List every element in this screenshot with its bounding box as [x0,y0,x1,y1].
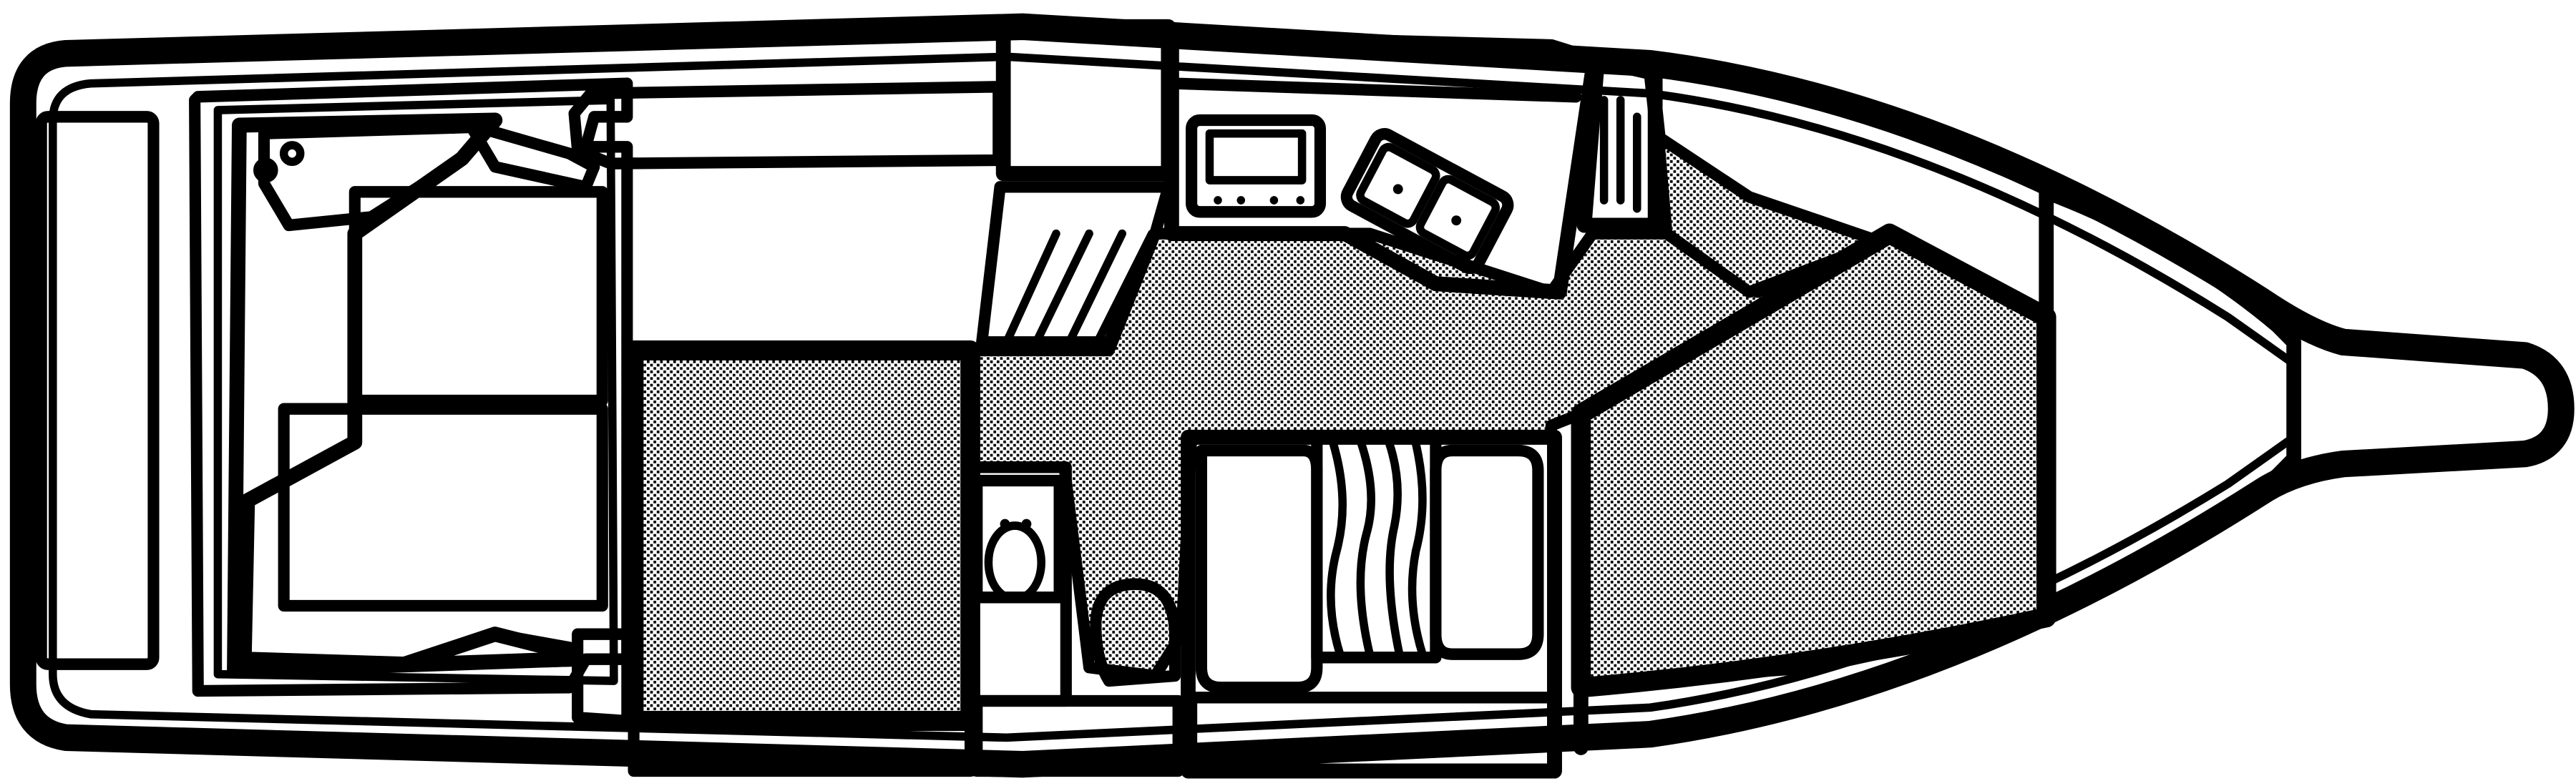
head-floor-box [971,694,1184,777]
table-grain-2 [1356,439,1375,659]
stove-knob-3 [1269,196,1279,205]
companionway-box [995,19,1176,182]
v-berth [1571,223,2057,698]
side-deck-top [568,81,1005,170]
bulkhead-forward [1642,56,1667,148]
swim-platform [35,111,160,670]
cooler-unit [1576,52,1663,233]
step-line-1 [1002,229,1060,347]
dinette-seat-aft [1195,444,1323,694]
dinette-seat-forward [1430,444,1544,660]
table-grain-1 [1327,439,1347,659]
stove-icon [1186,114,1327,218]
stove-knob-4 [1296,196,1305,205]
cockpit-seat-back-top [258,121,493,232]
dinette-table [1311,431,1442,664]
head-sink-icon [984,521,1045,604]
galley-counter-divider [1169,77,1582,103]
anchor-locker [2039,184,2302,617]
stove-knob-1 [1214,196,1222,205]
faucet-icon-2 [1021,519,1032,529]
cup-holder-icon-2 [279,141,305,167]
aft-cabin-step [628,714,977,777]
side-deck-wedge-top [464,119,600,193]
step-line-3 [1065,229,1126,347]
stove-knob-2 [1236,196,1246,205]
galley-counter [1164,29,1602,300]
head-compartment [964,461,1072,707]
side-deck-wedge-bottom [398,628,580,670]
stove-window [1205,129,1307,185]
toilet-icon [1090,578,1181,687]
faucet-icon [1000,519,1010,529]
step-line-2 [1032,229,1093,347]
cockpit-cushion-lower [278,403,608,612]
cockpit-coaming-inner [213,96,618,685]
cup-holder-icon [253,157,278,183]
aft-cabin-berth [623,340,980,731]
cockpit-cushion-upper [348,186,608,407]
galley-sink-icon [1340,128,1514,275]
table-grain-3 [1385,439,1404,659]
table-grain-4 [1407,439,1427,659]
